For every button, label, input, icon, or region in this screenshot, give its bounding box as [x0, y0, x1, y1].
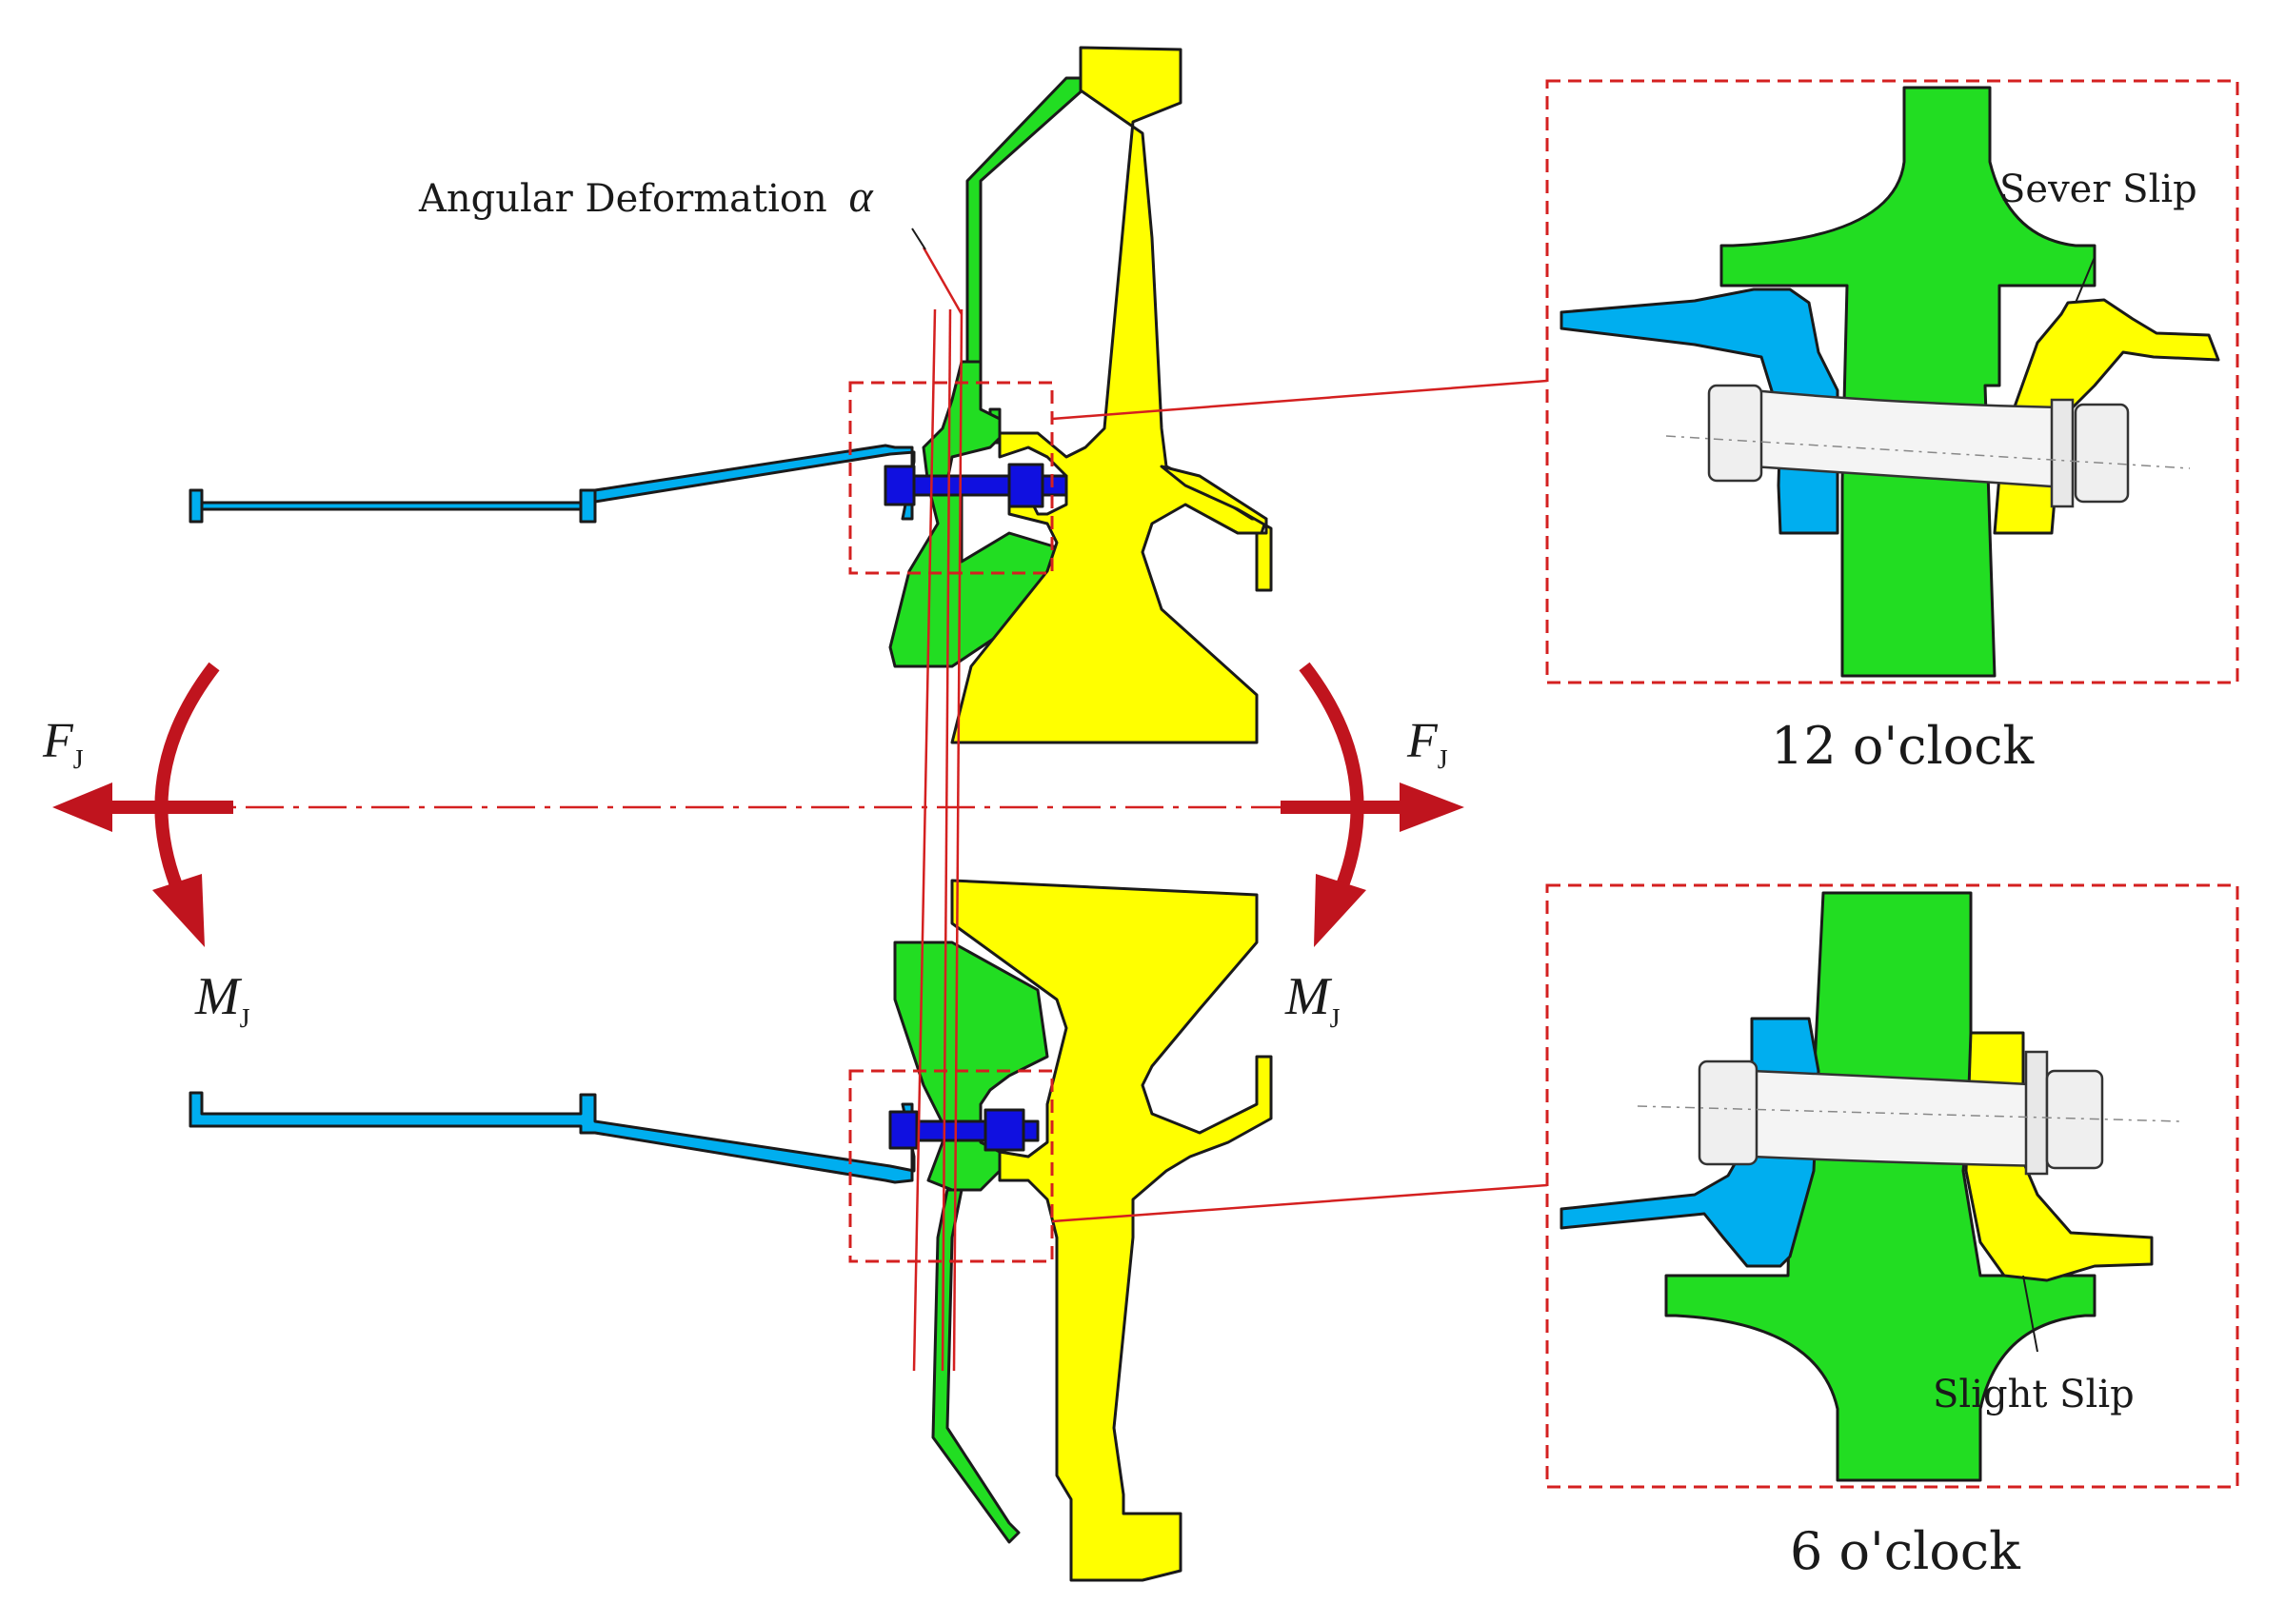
zoom6-bolt-shank: [1750, 1069, 2049, 1168]
upper-assembly: [189, 46, 1273, 744]
deformation-line-tilted: [912, 308, 937, 1372]
upper-blue-drum: [189, 444, 916, 524]
left-moment-arc: [154, 662, 220, 888]
lower-zoom-leader: [1051, 1183, 1548, 1223]
right-force-arrowhead: [1400, 782, 1464, 832]
zoom-panel-6-oclock: Slight Slip: [1545, 883, 2239, 1489]
left-moment-arrowhead: [152, 874, 205, 947]
slight-slip-label: Slight Slip: [1933, 1373, 2135, 1416]
deformation-line-tilted-2: [952, 308, 964, 1372]
zoom12-blue-part: [1560, 287, 1839, 535]
zoom6-bolt-head: [1698, 1060, 1758, 1166]
left-loads: [52, 662, 233, 947]
right-force-label: FJ: [1406, 714, 1448, 775]
zoom12-bolt-head: [1707, 384, 1763, 483]
lower-yellow-disk: [950, 879, 1273, 1582]
lower-blue-drum: [189, 1091, 916, 1184]
lower-green-casing: [931, 1188, 1021, 1544]
lower-detail-marker: [848, 1069, 1054, 1263]
deformation-guides: [911, 228, 964, 1372]
zoom12-washer: [2050, 398, 2075, 508]
sever-slip-leader: [2075, 256, 2096, 304]
slight-slip-leader: [2022, 1275, 2038, 1353]
zoom6-green-part: [1664, 891, 2096, 1482]
lower-bolt-head: [888, 1110, 919, 1150]
right-moment-arrowhead: [1314, 874, 1366, 947]
upper-yellow-arm: [1160, 465, 1273, 592]
deformation-line-straight: [941, 308, 952, 1372]
angular-deformation-label: Angular Deformation α: [418, 171, 873, 222]
zoom12-green-part: [1719, 86, 2096, 678]
right-moment-label: MJ: [1284, 967, 1341, 1034]
upper-green-casing: [965, 76, 1087, 445]
zoom6-washer: [2024, 1050, 2049, 1176]
upper-detail-marker: [848, 381, 1054, 575]
six-oclock-caption: 6 o'clock: [1790, 1521, 2021, 1581]
twelve-oclock-caption: 12 o'clock: [1771, 716, 2036, 776]
zoom12-nut: [2074, 403, 2130, 504]
upper-zoom-leader: [1051, 379, 1548, 421]
left-moment-label: MJ: [194, 967, 250, 1034]
upper-bolt-head: [884, 465, 916, 506]
right-moment-arc: [1299, 662, 1364, 888]
zoom6-bolt-axis: [1637, 1105, 2181, 1122]
angle-leader-ink: [911, 228, 926, 250]
zoom-panel-12-oclock: Sever Slip: [1545, 79, 2239, 684]
lower-bolt-nut: [984, 1108, 1025, 1152]
left-force-label: FJ: [42, 714, 84, 775]
zoom12-bolt-axis: [1665, 435, 2191, 469]
zoom6-nut: [2045, 1069, 2104, 1170]
zoom-panel-12-frame: [1545, 79, 2239, 684]
right-loads: [1281, 662, 1464, 947]
lower-assembly: [189, 879, 1273, 1582]
angle-leader: [922, 247, 964, 315]
upper-bolt-nut: [1007, 463, 1044, 508]
left-force-arrowhead: [52, 782, 112, 832]
zoom-panel-6-frame: [1545, 883, 2239, 1489]
sever-slip-label: Sever Slip: [1999, 168, 2197, 211]
